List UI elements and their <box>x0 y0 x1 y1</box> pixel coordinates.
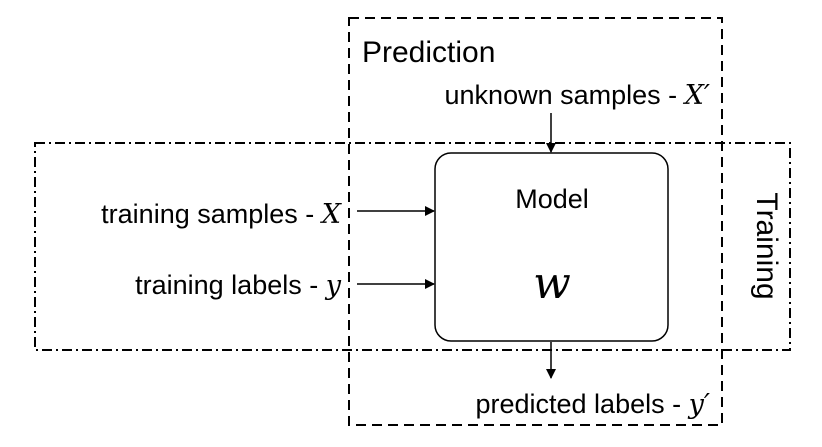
unknown-samples-var: X′ <box>683 80 710 111</box>
training-samples-var: X <box>320 199 343 230</box>
model-param: w <box>533 258 571 309</box>
predicted-labels-var: y′ <box>688 389 710 420</box>
training-region <box>34 142 791 351</box>
training-title: Training <box>750 192 783 299</box>
training-samples-text: training samples - <box>101 199 322 229</box>
training-labels-text: training labels - <box>135 270 326 300</box>
unknown-samples-label: unknown samples - X′ <box>445 80 710 111</box>
training-samples-label: training samples - X <box>101 199 343 230</box>
prediction-title: Prediction <box>362 36 495 69</box>
predicted-labels-text: predicted labels - <box>475 389 688 419</box>
prediction-region <box>348 17 723 426</box>
predicted-labels-label: predicted labels - y′ <box>475 389 710 420</box>
model-title: Model <box>515 184 589 214</box>
model-box <box>434 152 669 342</box>
training-labels-var: y <box>325 270 342 301</box>
unknown-samples-text: unknown samples - <box>445 80 685 110</box>
training-labels-label: training labels - y <box>135 270 342 301</box>
